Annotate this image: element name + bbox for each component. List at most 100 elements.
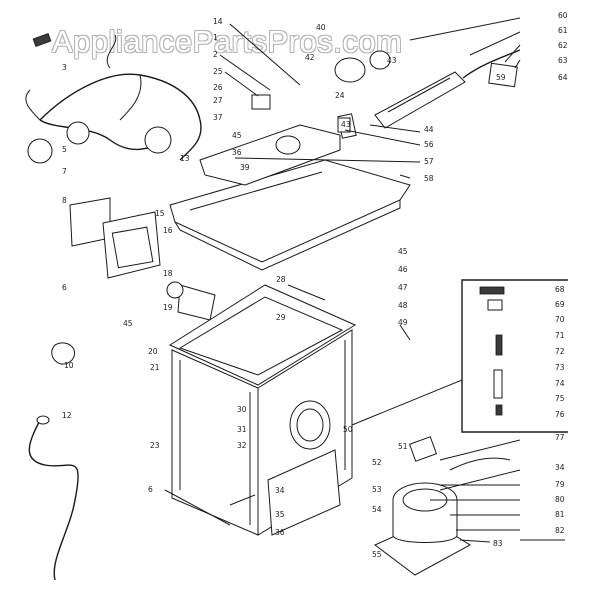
callout-6b: 6 <box>148 485 153 494</box>
cord-plug <box>36 415 50 425</box>
callout-2: 2 <box>213 50 218 59</box>
harness-clip <box>32 32 52 48</box>
timer-knob-housing <box>275 135 301 155</box>
fill-valve <box>334 57 366 83</box>
callout-62: 62 <box>558 41 568 50</box>
control-panel-strip <box>374 71 466 129</box>
switch-bracket <box>337 117 351 133</box>
callout-68: 68 <box>555 285 565 294</box>
callout-80: 80 <box>555 495 565 504</box>
pump-housing <box>392 500 458 543</box>
callout-12: 12 <box>62 411 72 420</box>
callout-45: 45 <box>232 131 242 140</box>
callout-21: 21 <box>150 363 160 372</box>
callout-79: 79 <box>555 480 565 489</box>
callout-76: 76 <box>555 410 565 419</box>
callout-58: 58 <box>424 174 434 183</box>
motor-mount <box>177 284 216 321</box>
callout-61: 61 <box>558 26 568 35</box>
callout-49: 49 <box>398 318 408 327</box>
callout-31: 31 <box>237 425 247 434</box>
callout-26: 26 <box>213 83 223 92</box>
callout-37: 37 <box>213 113 223 122</box>
dampener <box>493 369 503 399</box>
callout-69: 69 <box>555 300 565 309</box>
callout-51: 51 <box>398 442 408 451</box>
callout-42: 42 <box>305 53 315 62</box>
callout-53: 53 <box>372 485 382 494</box>
callout-75: 75 <box>555 394 565 403</box>
upper-right-parts <box>251 49 521 133</box>
callout-60: 60 <box>558 11 568 20</box>
access-panel <box>267 449 341 536</box>
callout-64: 64 <box>558 73 568 82</box>
pressure-switch <box>488 62 518 88</box>
callout-27: 27 <box>213 96 223 105</box>
callout-43b: 43 <box>341 120 351 129</box>
callout-81: 81 <box>555 510 565 519</box>
motor-pulley <box>166 281 184 299</box>
callout-23: 23 <box>150 441 160 450</box>
callout-24: 24 <box>335 91 345 100</box>
relay <box>251 94 271 110</box>
callout-8: 8 <box>62 196 67 205</box>
callout-77: 77 <box>555 433 565 442</box>
callout-52: 52 <box>372 458 382 467</box>
hose-clamp <box>51 342 76 365</box>
callout-1: 1 <box>213 33 218 42</box>
top-lid <box>169 113 411 271</box>
callout-55: 55 <box>372 550 382 559</box>
watermark: AppliancePartsPros.com <box>52 24 403 59</box>
callout-5: 5 <box>62 145 67 154</box>
callout-45c: 45 <box>398 247 408 256</box>
callout-70: 70 <box>555 315 565 324</box>
callout-34: 34 <box>275 486 285 495</box>
callout-13: 13 <box>180 154 190 163</box>
wire-harness <box>25 32 202 164</box>
callout-59: 59 <box>496 73 506 82</box>
control-console <box>199 124 341 186</box>
spring-clip <box>487 299 503 311</box>
callout-48: 48 <box>398 301 408 310</box>
callout-39: 39 <box>240 163 250 172</box>
callout-29: 29 <box>276 313 286 322</box>
callout-25: 25 <box>213 67 223 76</box>
callout-74: 74 <box>555 379 565 388</box>
callout-72: 72 <box>555 347 565 356</box>
pressure-hose <box>462 49 521 79</box>
callout-18: 18 <box>163 269 173 278</box>
callout-56: 56 <box>424 140 434 149</box>
bracket-part <box>479 286 505 295</box>
wire-connector-left <box>66 121 90 145</box>
callout-7: 7 <box>62 167 67 176</box>
inset-detail-box <box>351 279 568 433</box>
callout-54: 54 <box>372 505 382 514</box>
washer <box>495 404 503 416</box>
timer-motor <box>111 226 154 269</box>
callout-36b: 36 <box>275 528 285 537</box>
callout-16: 16 <box>163 226 173 235</box>
pump-motor <box>408 436 438 462</box>
callout-34b: 34 <box>555 463 565 472</box>
callout-71: 71 <box>555 331 565 340</box>
callout-43: 43 <box>387 56 397 65</box>
callout-46: 46 <box>398 265 408 274</box>
callout-63: 63 <box>558 56 568 65</box>
cabinet-top-opening <box>178 296 344 376</box>
valve-cap <box>369 50 391 70</box>
callout-35: 35 <box>275 510 285 519</box>
pivot-arm <box>495 334 503 356</box>
callout-28: 28 <box>276 275 286 284</box>
callout-40: 40 <box>316 23 326 32</box>
power-cord <box>28 419 79 581</box>
cabinet <box>168 284 357 536</box>
callout-19: 19 <box>163 303 173 312</box>
callout-47: 47 <box>398 283 408 292</box>
pump-access-hole <box>289 400 331 450</box>
pump-assembly <box>374 436 511 576</box>
callout-83: 83 <box>493 539 503 548</box>
callout-10: 10 <box>64 361 74 370</box>
callout-3: 3 <box>62 63 67 72</box>
callout-6: 6 <box>62 283 67 292</box>
